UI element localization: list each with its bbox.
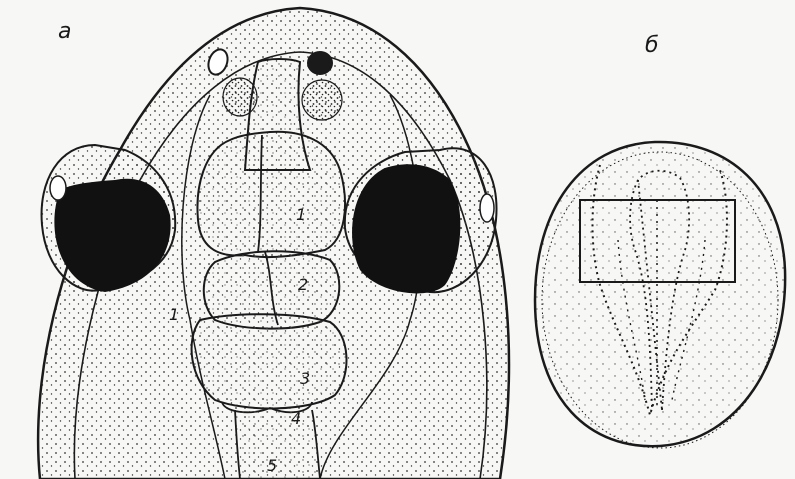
egg-outline <box>535 142 785 446</box>
olfactory-pit-right <box>302 80 342 120</box>
vesicle-3 <box>192 314 347 408</box>
panel-b: б <box>535 33 785 448</box>
panel-a: а 1 2 3 4 5 1 <box>38 8 509 479</box>
label-2: 2 <box>298 275 308 294</box>
label-4: 4 <box>291 409 301 428</box>
label-5: 5 <box>267 456 277 475</box>
label-3: 3 <box>300 369 310 388</box>
panel-a-label: а <box>58 19 71 44</box>
panel-b-label: б <box>645 33 659 58</box>
label-1: 1 <box>296 205 306 224</box>
vesicle-1 <box>197 132 345 257</box>
spinal-cord <box>235 410 320 479</box>
label-side-1: 1 <box>169 305 179 324</box>
nasal-pit-right <box>308 52 332 74</box>
